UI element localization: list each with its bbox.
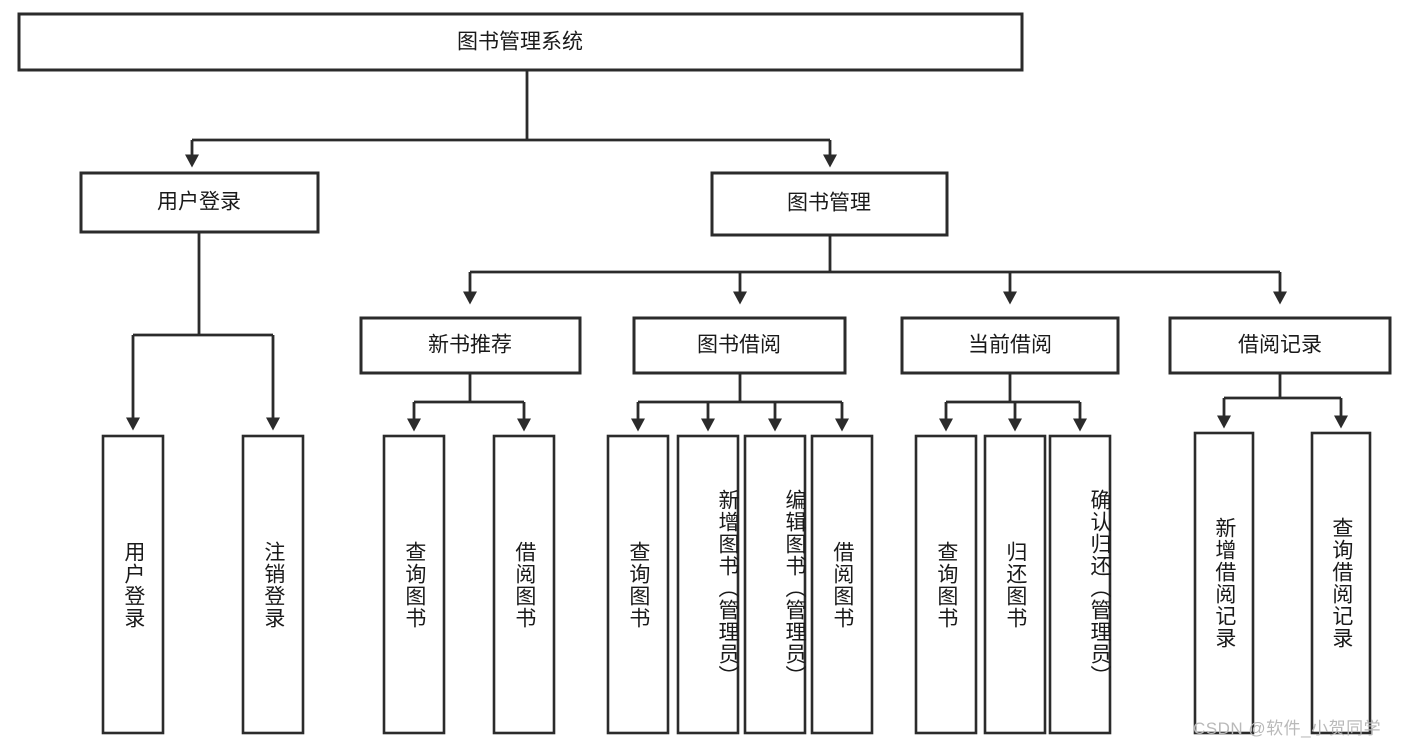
leaf-box-confirm-return[interactable] bbox=[1048, 434, 1112, 735]
leaf-box-query-borrow-record[interactable] bbox=[1310, 431, 1372, 735]
leaf-box-query-book-1[interactable] bbox=[382, 434, 446, 735]
node-new-book-recommend[interactable]: 新书推荐 bbox=[359, 316, 582, 375]
node-book-management-label: 图书管理 bbox=[787, 192, 871, 215]
edge-book-mgmt-to-level3 bbox=[463, 235, 1287, 305]
leaf-box-add-borrow-record[interactable] bbox=[1193, 431, 1255, 735]
node-current-borrow[interactable]: 当前借阅 bbox=[900, 316, 1120, 375]
node-root-box[interactable] bbox=[17, 12, 1024, 72]
leaf-box-query-book-2[interactable] bbox=[606, 434, 670, 735]
node-new-book-recommend-box[interactable] bbox=[359, 316, 582, 375]
node-user-login[interactable]: 用户登录 bbox=[79, 171, 320, 234]
leaf-box-user-login[interactable] bbox=[101, 434, 165, 735]
node-borrow-record-box[interactable] bbox=[1168, 316, 1392, 375]
node-new-book-recommend-label: 新书推荐 bbox=[428, 334, 512, 357]
leaf-box-borrow-book-1[interactable] bbox=[492, 434, 556, 735]
edge-new-book-to-leaves bbox=[407, 373, 531, 432]
node-root[interactable]: 图书管理系统 bbox=[17, 12, 1024, 72]
node-book-borrow-box[interactable] bbox=[632, 316, 847, 375]
node-book-borrow[interactable]: 图书借阅 bbox=[632, 316, 847, 375]
node-current-borrow-label: 当前借阅 bbox=[968, 334, 1052, 357]
leaf-box-logout[interactable] bbox=[241, 434, 305, 735]
node-borrow-record[interactable]: 借阅记录 bbox=[1168, 316, 1392, 375]
node-user-login-box[interactable] bbox=[79, 171, 320, 234]
edge-borrow-record-to-leaves bbox=[1217, 373, 1348, 429]
edge-book-borrow-to-leaves bbox=[631, 373, 849, 432]
node-borrow-record-label: 借阅记录 bbox=[1238, 334, 1322, 357]
edge-user-login-to-leaves bbox=[126, 232, 280, 431]
node-book-management[interactable]: 图书管理 bbox=[710, 171, 949, 237]
node-book-borrow-label: 图书借阅 bbox=[697, 334, 781, 357]
edge-root-to-level2 bbox=[185, 70, 837, 168]
node-book-management-box[interactable] bbox=[710, 171, 949, 237]
leaf-box-borrow-book-2[interactable] bbox=[810, 434, 874, 735]
edge-current-borrow-to-leaves bbox=[939, 373, 1087, 432]
leaf-box-return-book[interactable] bbox=[983, 434, 1047, 735]
node-root-label: 图书管理系统 bbox=[457, 31, 583, 54]
node-user-login-label: 用户登录 bbox=[157, 191, 241, 214]
watermark-text: CSDN @软件_小贺同学 bbox=[1193, 719, 1382, 738]
leaf-box-query-book-3[interactable] bbox=[914, 434, 978, 735]
node-current-borrow-box[interactable] bbox=[900, 316, 1120, 375]
leaf-box-edit-book[interactable] bbox=[743, 434, 807, 735]
leaf-box-add-book[interactable] bbox=[676, 434, 740, 735]
